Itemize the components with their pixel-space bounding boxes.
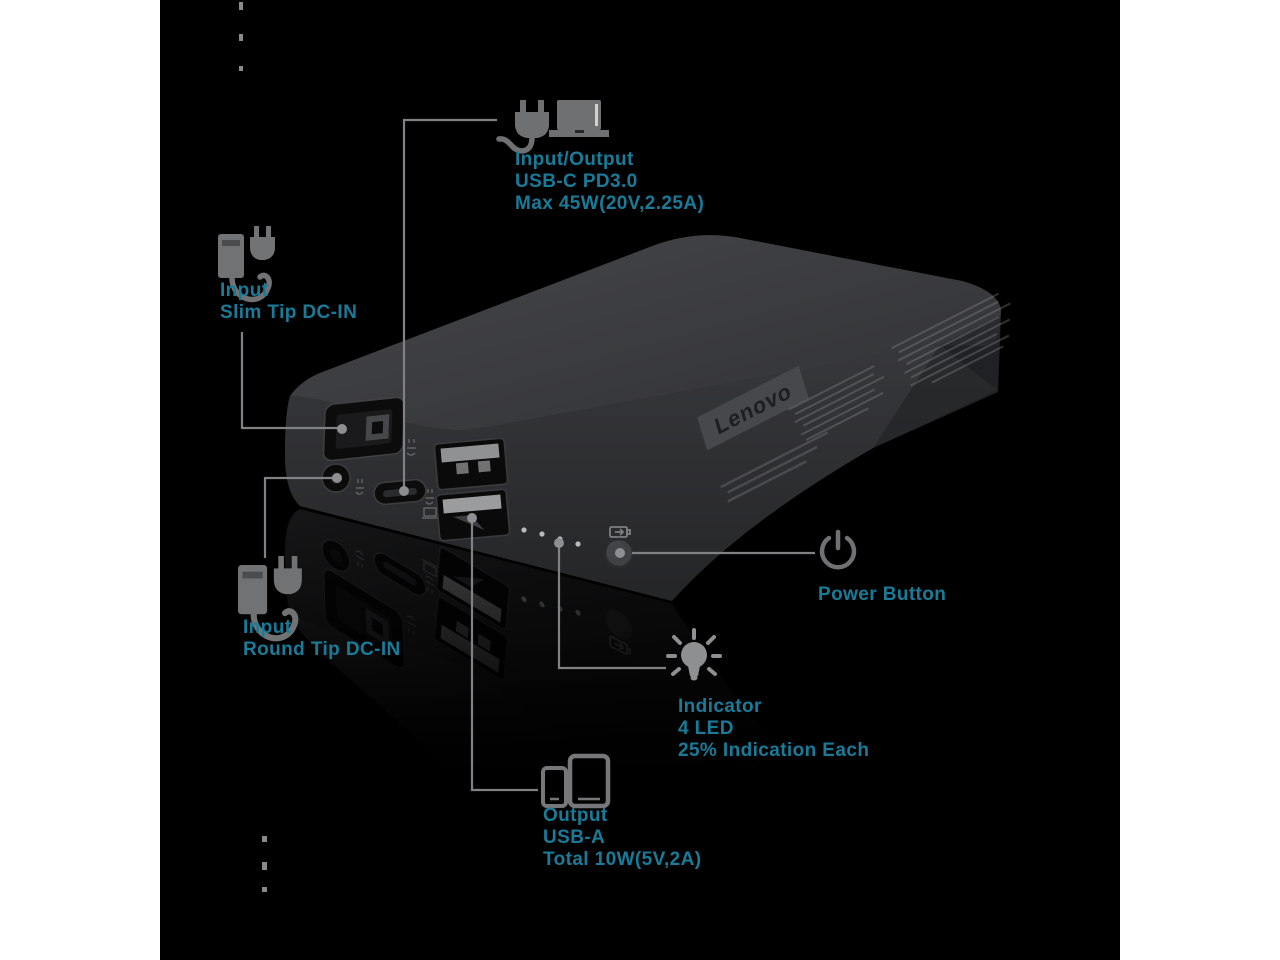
slim-tip-line2: Slim Tip DC-IN xyxy=(220,302,358,323)
fine-print-2 xyxy=(720,431,829,503)
usba-line3: Total 10W(5V,2A) xyxy=(543,849,702,870)
product-image: Lenovo xyxy=(160,0,1120,960)
slim-tip-callout-line xyxy=(240,332,338,430)
usba-line1: Output xyxy=(543,805,608,826)
power-plug-icon xyxy=(496,100,549,154)
round-tip-line2: Round Tip DC-IN xyxy=(243,639,401,660)
tablet-icon xyxy=(567,753,611,809)
usb-c-glyphs xyxy=(422,489,438,519)
power-button-annotation-label: Power Button xyxy=(818,584,946,606)
indicator-callout-line xyxy=(557,547,666,670)
usba-callout-line xyxy=(470,520,538,792)
edge-artifacts xyxy=(239,2,267,892)
indicator-line3: 25% Indication Each xyxy=(678,740,870,761)
laptop-icon xyxy=(549,100,609,137)
device-illustration: Lenovo xyxy=(160,2,1029,960)
usba-line2: USB-A xyxy=(543,827,606,848)
round-tip-line1: Input xyxy=(243,617,292,638)
slim-tip-annotation-label: Input Slim Tip DC-IN xyxy=(220,280,357,324)
callout-dots xyxy=(332,424,625,558)
slim-tip-line1: Input xyxy=(220,280,269,301)
light-bulb-icon xyxy=(666,628,722,681)
battery-glyph xyxy=(609,526,631,538)
slim-tip-dc-in-port xyxy=(322,396,406,462)
power-bank-device: Lenovo xyxy=(285,235,1011,601)
plug-glyph xyxy=(355,479,364,495)
plug-glyph xyxy=(406,439,416,456)
fine-print xyxy=(788,292,1011,441)
usb-a-port-1 xyxy=(433,437,509,491)
round-tip-annotation-label: Input Round Tip DC-IN xyxy=(243,617,401,661)
indicator-line1: Indicator xyxy=(678,696,762,717)
callout-lines xyxy=(240,118,815,792)
usbc-line3: Max 45W(20V,2.25A) xyxy=(515,193,705,214)
power-button-line1: Power Button xyxy=(818,584,947,605)
usbc-annotation-label: Input/Output USB-C PD3.0 Max 45W(20V,2.2… xyxy=(515,149,704,215)
device-right-face xyxy=(873,315,1001,448)
device-top-face xyxy=(290,235,1001,431)
indicator-line2: 4 LED xyxy=(678,718,734,739)
usbc-line1: Input/Output xyxy=(515,149,634,170)
power-symbol-icon xyxy=(819,529,857,570)
usba-annotation-label: Output USB-A Total 10W(5V,2A) xyxy=(543,805,701,871)
usbc-line2: USB-C PD3.0 xyxy=(515,171,638,192)
indicator-annotation-label: Indicator 4 LED 25% Indication Each xyxy=(678,696,869,762)
usbc-callout-line xyxy=(402,118,497,489)
round-tip-callout-line xyxy=(263,476,335,558)
phone-icon xyxy=(541,766,568,808)
